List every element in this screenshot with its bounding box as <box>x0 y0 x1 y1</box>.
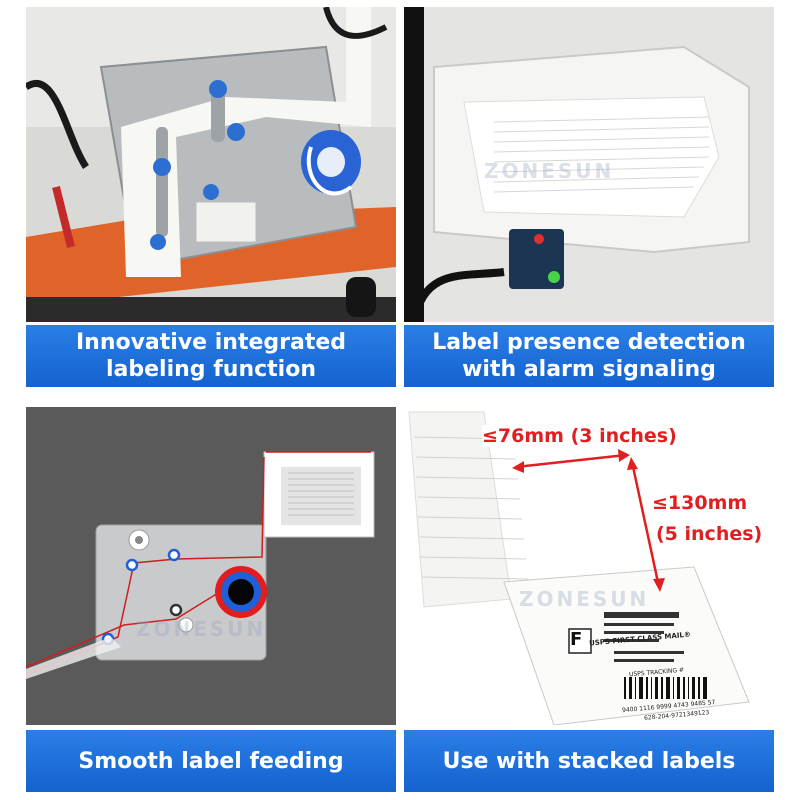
labeling-head-photo <box>26 7 396 322</box>
class-letter: F <box>570 629 583 650</box>
caption-line-1: Innovative integrated <box>75 330 347 355</box>
caption-smooth-feeding: Smooth label feeding <box>26 730 396 792</box>
caption-line-1: Label presence detection <box>432 330 746 355</box>
panel-presence-detection: ZONESUN Label presence detection with al… <box>404 7 774 387</box>
caption-line-1: Use with stacked labels <box>442 748 736 774</box>
caption-line-2: with alarm signaling <box>462 357 716 382</box>
panel-smooth-feeding: ZONESUN Smooth label feeding <box>26 407 396 792</box>
caption-line-1: Smooth label feeding <box>78 748 344 774</box>
height-dimension-label: ≤130mm <box>652 492 748 514</box>
height-dimension-inches: (5 inches) <box>656 523 763 545</box>
caption-integrated-labeling: Innovative integrated labeling function <box>26 325 396 387</box>
feeding-diagram: ZONESUN <box>26 407 396 725</box>
panel-integrated-labeling: Innovative integrated labeling function <box>26 7 396 387</box>
caption-line-2: labeling function <box>106 357 316 382</box>
panel-stacked-labels: ZONESUN ≤76mm (3 inches) ≤130mm (5 inche… <box>404 407 774 792</box>
watermark-text: ZONESUN <box>136 617 267 641</box>
caption-stacked-labels: Use with stacked labels <box>404 730 774 792</box>
caption-presence-detection: Label presence detection with alarm sign… <box>404 325 774 387</box>
width-dimension-label: ≤76mm (3 inches) <box>482 425 677 447</box>
stacked-labels-photo: ZONESUN ≤76mm (3 inches) ≤130mm (5 inche… <box>404 407 774 725</box>
detection-tray-photo: ZONESUN <box>404 7 774 322</box>
watermark-text: ZONESUN <box>519 587 650 611</box>
watermark-text: ZONESUN <box>484 159 615 183</box>
